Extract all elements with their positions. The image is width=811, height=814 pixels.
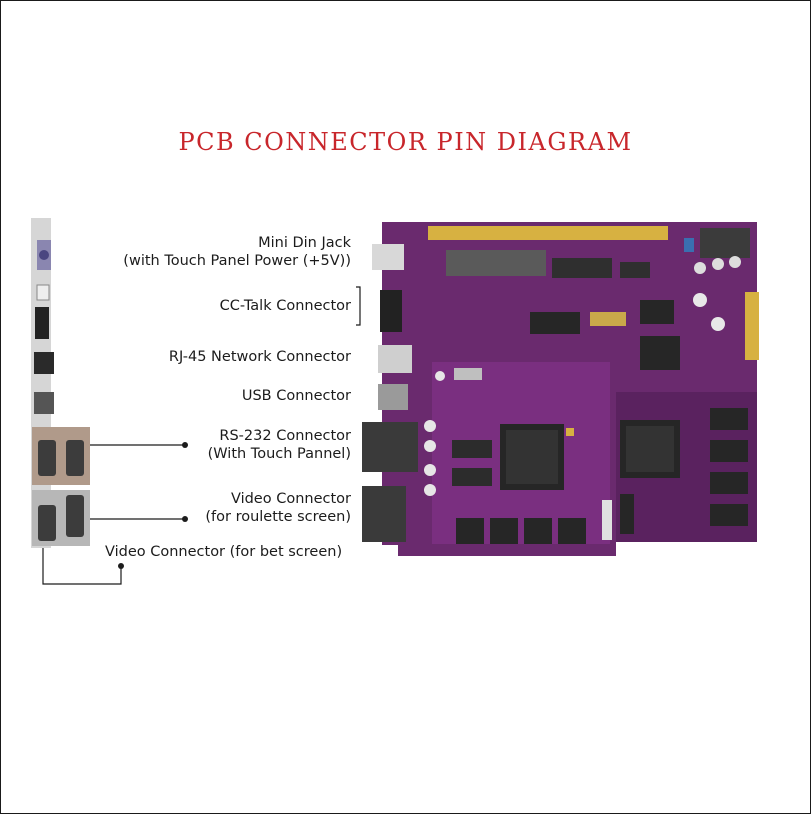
pcb-usb <box>378 384 408 410</box>
label-video-bet: Video Connector (for bet screen) <box>105 544 343 560</box>
label-rs232-line2: (With Touch Pannel) <box>207 446 351 462</box>
leader-dots <box>118 442 188 569</box>
pcb-vga <box>362 486 406 542</box>
diagram-title: PCB CONNECTOR PIN DIAGRAM <box>178 128 633 156</box>
pcb-rs232 <box>362 422 418 472</box>
pcb-cc-talk <box>380 290 402 332</box>
label-rs232: RS-232 Connector (With Touch Pannel) <box>208 427 351 463</box>
pcb-rj45 <box>378 345 412 373</box>
label-video-roulette-line1: Video Connector <box>230 491 351 507</box>
label-rs232-line1: RS-232 Connector <box>219 428 351 444</box>
video-bet-leader <box>42 548 122 585</box>
label-mini-din-line1: Mini Din Jack <box>258 235 351 251</box>
usb-port <box>34 392 54 414</box>
label-usb: USB Connector <box>241 388 351 404</box>
label-cc-talk: CC-Talk Connector <box>219 298 351 314</box>
cc-talk-bracket <box>356 286 361 326</box>
label-rj45: RJ-45 Network Connector <box>168 349 351 365</box>
rj45-port <box>34 352 54 374</box>
main-board <box>362 222 759 556</box>
label-mini-din-line2: (with Touch Panel Power (+5V)) <box>123 253 351 269</box>
label-video-roulette-line2: (for roulette screen) <box>205 509 351 525</box>
power-connector <box>700 228 750 258</box>
pcb-mini-din <box>372 244 404 270</box>
edge-connector <box>428 226 668 240</box>
back-panel <box>31 218 90 548</box>
cc-talk-port <box>35 307 49 339</box>
label-mini-din-jack: Mini Din Jack (with Touch Panel Power (+… <box>123 234 351 270</box>
leader-lines <box>42 286 361 585</box>
label-video-roulette: Video Connector (for roulette screen) <box>205 490 351 526</box>
